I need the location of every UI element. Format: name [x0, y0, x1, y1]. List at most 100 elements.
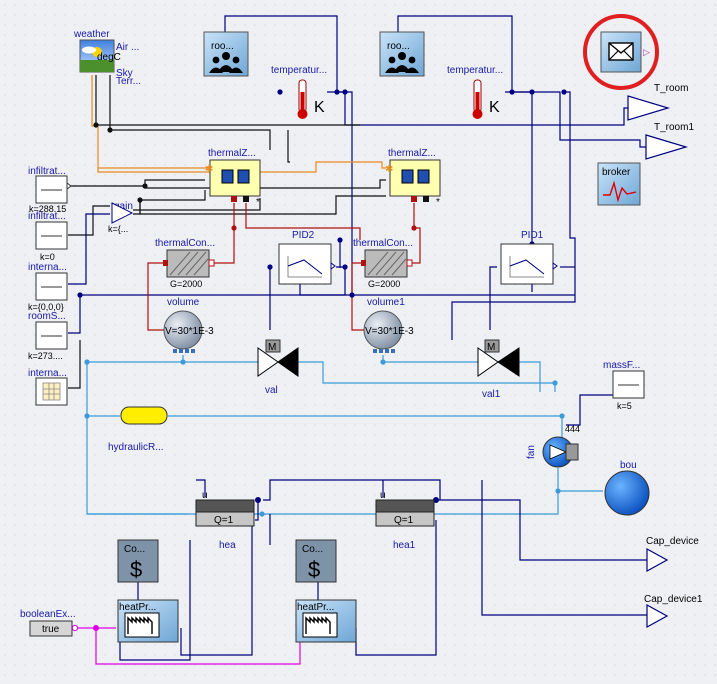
svg-text:volume1: volume1 [367, 297, 405, 308]
svg-text:booleanEx...: booleanEx... [20, 609, 76, 620]
svg-text:Co...: Co... [124, 544, 145, 555]
svg-text:G=2000: G=2000 [170, 279, 202, 289]
room-occupants-block-1[interactable]: roo... [203, 31, 249, 77]
svg-text:✱: ✱ [385, 164, 393, 175]
cost-block-1[interactable]: Co... $ [117, 539, 159, 583]
heater-coil-icon [124, 612, 160, 638]
internal-table-source[interactable]: interna... [28, 368, 68, 406]
connections [68, 15, 647, 665]
volume1[interactable]: volume1 V=30*1E-3 [363, 297, 414, 353]
pid-controller-1[interactable]: PID1 [500, 230, 558, 285]
svg-text:PID2: PID2 [292, 230, 315, 241]
thermal-zone-1[interactable]: thermalZ... * ✱ [205, 148, 261, 208]
people-icon [209, 52, 243, 73]
svg-text:temperatur...: temperatur... [271, 65, 327, 76]
svg-text:Cap_device: Cap_device [646, 536, 699, 547]
svg-text:k={0,0,0}: k={0,0,0} [28, 302, 64, 312]
output-cap-device1[interactable]: Cap_device1 [644, 594, 703, 629]
svg-text:heatPr...: heatPr... [119, 602, 156, 613]
heater[interactable]: u Q=1 hea [195, 490, 255, 551]
svg-text:u: u [380, 490, 386, 501]
svg-text:interna...: interna... [28, 368, 67, 379]
cost-block-2[interactable]: Co... $ [295, 539, 337, 583]
svg-text:Q=1: Q=1 [214, 515, 234, 526]
heat-producer-2[interactable]: heatPr... [295, 599, 357, 643]
dollar-icon: $ [130, 557, 142, 582]
svg-text:Terr...: Terr... [116, 76, 141, 87]
svg-text:degC: degC [97, 52, 121, 63]
svg-text:val1: val1 [482, 389, 501, 400]
svg-text:gain: gain [114, 201, 133, 212]
svg-text:K: K [314, 99, 325, 116]
svg-text:infiltrat...: infiltrat... [28, 211, 66, 222]
svg-text:*: * [436, 197, 440, 208]
svg-text:hea: hea [219, 540, 236, 551]
svg-text:444: 444 [565, 424, 580, 434]
pid-controller-2[interactable]: PID2 [278, 230, 336, 285]
highlight-circle [583, 14, 659, 90]
svg-text:PID1: PID1 [521, 230, 544, 241]
svg-text:u: u [202, 490, 208, 501]
temperature-sensor-2[interactable]: temperatur... K [447, 65, 503, 119]
svg-text:val: val [265, 385, 278, 396]
svg-text:roomS...: roomS... [28, 311, 66, 322]
broker-block[interactable]: broker [597, 162, 641, 206]
output-cap-device[interactable]: Cap_device [646, 536, 699, 573]
svg-text:T_room1: T_room1 [654, 122, 694, 133]
fan[interactable]: fan 444 [526, 424, 580, 468]
boundary-source[interactable]: bou [604, 460, 650, 516]
heater1[interactable]: u Q=1 hea1 [375, 490, 435, 551]
thermal-conductor-1[interactable]: thermalCon... G=2000 [155, 238, 215, 289]
svg-text:volume: volume [167, 297, 200, 308]
output-t-room1[interactable]: T_room1 [645, 122, 694, 160]
svg-text:k=5: k=5 [617, 401, 632, 411]
svg-text:roo...: roo... [387, 41, 410, 52]
room-setpoint-source[interactable]: roomS... k=273.... [28, 311, 68, 361]
heat-producer-1[interactable]: heatPr... [117, 599, 179, 643]
svg-text:k=273....: k=273.... [28, 351, 63, 361]
svg-text:K: K [489, 99, 500, 116]
thermal-conductor-2[interactable]: thermalCon... G=2000 [353, 238, 413, 289]
svg-text:Sky: Sky [116, 68, 133, 79]
mail-block[interactable]: ▷ [583, 14, 659, 90]
svg-text:true: true [42, 624, 60, 635]
temperature-sensor-1[interactable]: temperatur... K [271, 65, 327, 119]
svg-text:Co...: Co... [302, 544, 323, 555]
svg-text:interna...: interna... [28, 262, 67, 273]
hydraulic-resistance[interactable]: hydraulicR... [108, 406, 168, 453]
internal-gains-source[interactable]: interna... k={0,0,0} [28, 262, 68, 312]
infiltration-source-2[interactable]: infiltrat... k=0 [28, 211, 68, 262]
svg-text:massF...: massF... [603, 360, 640, 371]
svg-text:▷: ▷ [643, 47, 650, 57]
weather-label: weather [73, 29, 110, 40]
svg-text:heatPr...: heatPr... [297, 602, 334, 613]
svg-text:V=30*1E-3: V=30*1E-3 [365, 326, 414, 337]
svg-text:hydraulicR...: hydraulicR... [108, 442, 164, 453]
mass-flow-setpoint[interactable]: massF... k=5 [603, 360, 645, 411]
svg-text:roo...: roo... [211, 41, 234, 52]
svg-text:thermalZ...: thermalZ... [208, 148, 256, 159]
dollar-icon: $ [308, 557, 320, 582]
output-t-room[interactable]: T_room [627, 83, 688, 121]
svg-text:broker: broker [602, 167, 631, 178]
svg-text:✱: ✱ [205, 164, 213, 175]
volume[interactable]: volume V=30*1E-3 [163, 297, 214, 353]
valve1[interactable]: M val1 [477, 339, 520, 400]
svg-text:thermalCon...: thermalCon... [155, 238, 215, 249]
room-occupants-block-2[interactable]: roo... [379, 31, 425, 77]
svg-text:Cap_device1: Cap_device1 [644, 594, 703, 605]
svg-text:k={...: k={... [108, 224, 128, 234]
infiltration-source-1[interactable]: infiltrat... k=288.15 [28, 166, 72, 214]
valve[interactable]: M val [257, 339, 299, 396]
boolean-expression[interactable]: booleanEx... true [20, 609, 79, 637]
svg-text:infiltrat...: infiltrat... [28, 166, 66, 177]
gain-block[interactable]: gain k={... [108, 201, 134, 234]
thermal-zone-2[interactable]: thermalZ... * ✱ [385, 148, 441, 208]
svg-text:thermalZ...: thermalZ... [388, 148, 436, 159]
weather-block[interactable]: weather Air ... degC Sky Terr... [73, 29, 141, 87]
envelope-icon [608, 42, 634, 61]
heater-coil-icon [302, 612, 338, 638]
svg-text:V=30*1E-3: V=30*1E-3 [165, 326, 214, 337]
